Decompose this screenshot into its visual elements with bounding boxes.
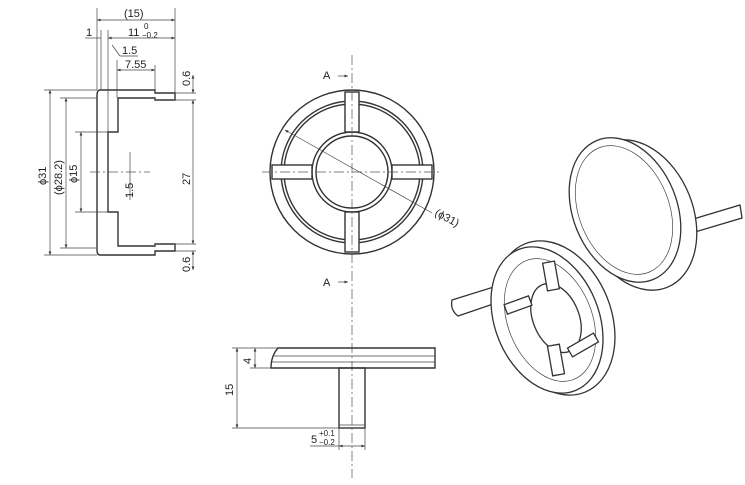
isometric-ring — [450, 240, 616, 396]
dim-height: 15 — [224, 384, 236, 396]
dim-overall-length: (15) — [124, 8, 144, 20]
front-view: A A (ϕ31) — [262, 55, 461, 478]
dim-ref-dia: (ϕ28.2) — [53, 160, 65, 195]
dim-outer-dia: ϕ31 — [37, 167, 49, 185]
dim-hole-dia: ϕ15 — [68, 165, 80, 183]
section-mark-top: A — [323, 70, 331, 82]
dim-lip-top: 0.6 — [181, 71, 193, 86]
dim-depth-tol-upper: 0 — [144, 22, 149, 31]
dim-head: 4 — [242, 358, 254, 364]
dim-step: 1.5 — [122, 45, 137, 57]
dim-stem-tol-upper: +0.1 — [319, 429, 335, 438]
isometric-cap — [568, 137, 743, 291]
dim-depth: 11 — [128, 27, 139, 39]
dim-front-dia: (ϕ31) — [433, 207, 461, 230]
dim-stem-tol-lower: −0.2 — [319, 438, 335, 447]
dim-inner: 27 — [181, 173, 193, 185]
section-mark-bottom: A — [323, 277, 331, 289]
section-view: (15) 1 11 0 −0.2 1.5 7.55 0.6 0.6 ϕ31 (ϕ… — [37, 8, 196, 272]
dim-depth-tol-lower: −0.2 — [142, 31, 158, 40]
dim-lip-bottom: 0.6 — [181, 257, 193, 272]
dim-rib: 1.5 — [124, 183, 136, 198]
dim-lip-offset: 7.55 — [125, 59, 146, 71]
dim-wall: 1 — [86, 27, 92, 39]
dim-stem: 5 — [311, 434, 317, 446]
side-view: 4 15 5 +0.1 −0.2 — [224, 347, 436, 450]
section-body — [96, 89, 176, 256]
